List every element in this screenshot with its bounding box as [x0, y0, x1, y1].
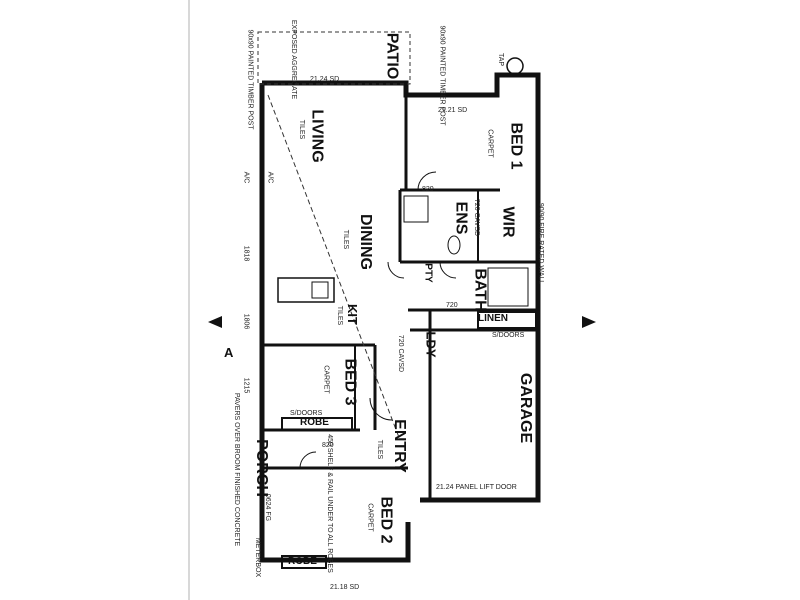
robe-bed3	[281, 417, 353, 431]
kit-label: KIT	[344, 304, 360, 325]
living-finish: TILES	[298, 119, 306, 140]
side-dim-1215: 1215	[242, 377, 250, 394]
section-arrow-right	[582, 316, 596, 328]
patio-outline	[257, 31, 411, 85]
meter-symbol	[506, 57, 524, 75]
bed2-finish: CARPET	[366, 503, 374, 532]
dim-820-a: 820	[422, 186, 434, 193]
patio-label: PATIO	[383, 32, 401, 80]
living-label: LIVING	[308, 109, 326, 163]
kitchen-bench	[277, 277, 335, 303]
door-pantry	[387, 261, 405, 279]
shelf-note: 450 SHELF & RAIL UNDER TO ALL ROBES	[325, 434, 333, 573]
kit-finish: TILES	[336, 305, 344, 326]
bath-label: BATH	[471, 268, 489, 312]
dim-820-b: 820	[322, 442, 334, 449]
sheet-edge-line	[188, 0, 190, 600]
panel-lift-door-note: 21.24 PANEL LIFT DOOR	[436, 484, 517, 491]
entry-finish: TILES	[376, 439, 384, 460]
exterior-wall-top	[262, 72, 541, 503]
bed1-label: BED 1	[507, 122, 525, 170]
ldy-label: LDY	[423, 331, 439, 358]
bed2-sd-note: 21.18 SD	[330, 584, 360, 591]
door-entry	[369, 397, 393, 421]
ensuite-toilet	[447, 235, 461, 255]
bed1-finish: CARPET	[486, 129, 494, 158]
porch-label: PORCH	[252, 439, 270, 497]
dining-finish: TILES	[342, 229, 350, 250]
bed3-finish: CARPET	[322, 365, 330, 394]
timber-post-left-note: 90x90 PAINTED TIMBER POST	[246, 29, 254, 130]
dim-720-ens: 720 CAVSD	[473, 198, 481, 237]
section-arrow-left	[208, 316, 222, 328]
side-dim-1806: 1806	[242, 313, 250, 330]
door-bath	[439, 261, 457, 279]
dim-720-ldy: 720 CAVSD	[397, 334, 405, 373]
door-ens	[417, 171, 437, 191]
door-bed2	[299, 451, 317, 469]
entry-label: ENTRY	[390, 419, 408, 473]
fire-wall-note: 90/90 FIRE RATED WALL	[537, 202, 545, 285]
exposed-aggregate-note: EXPOSED AGGREGATE	[290, 19, 298, 100]
porch-concrete-note: PAVERS OVER BROOM FINISHED CONCRETE	[233, 392, 241, 547]
robe-bed2	[281, 555, 327, 569]
linen-label: LINEN	[478, 313, 508, 324]
meter-box-note: METERBOX	[254, 537, 262, 578]
sdoors-bed3-note: S/DOORS	[290, 410, 323, 417]
dim-720-bath: 720	[446, 302, 458, 309]
garage-label: GARAGE	[517, 372, 535, 444]
patio-sd-note: 21.24 SD	[310, 76, 340, 83]
bed1-sd-note: 21.21 SD	[438, 107, 468, 114]
kitchen-sink	[311, 281, 329, 299]
side-dim-1818: 1818	[242, 245, 250, 262]
wir-label: WIR	[499, 206, 517, 238]
dining-label: DINING	[357, 214, 374, 270]
ens-label: ENS	[452, 201, 470, 235]
linen-cupboard	[477, 311, 537, 329]
section-a-label: A	[224, 345, 234, 360]
bed2-label: BED 2	[377, 496, 395, 544]
ac-note-1: A/C	[242, 171, 250, 184]
exterior-wall	[259, 83, 411, 563]
side-dim-0624: 0624 FG	[264, 493, 272, 522]
sdoors-linen-note: S/DOORS	[492, 332, 525, 339]
ac-note-2: A/C	[266, 171, 274, 184]
pty-label: PTY	[422, 263, 434, 283]
robe-bed3-label: ROBE	[300, 417, 329, 428]
ensuite-shower	[403, 195, 429, 223]
bath-tub	[487, 267, 529, 307]
robe-bed2-label: ROBE	[288, 556, 317, 567]
tap-note: TAP	[497, 52, 505, 67]
bed3-label: BED 3	[341, 358, 359, 406]
dashed-sightline	[267, 94, 401, 441]
